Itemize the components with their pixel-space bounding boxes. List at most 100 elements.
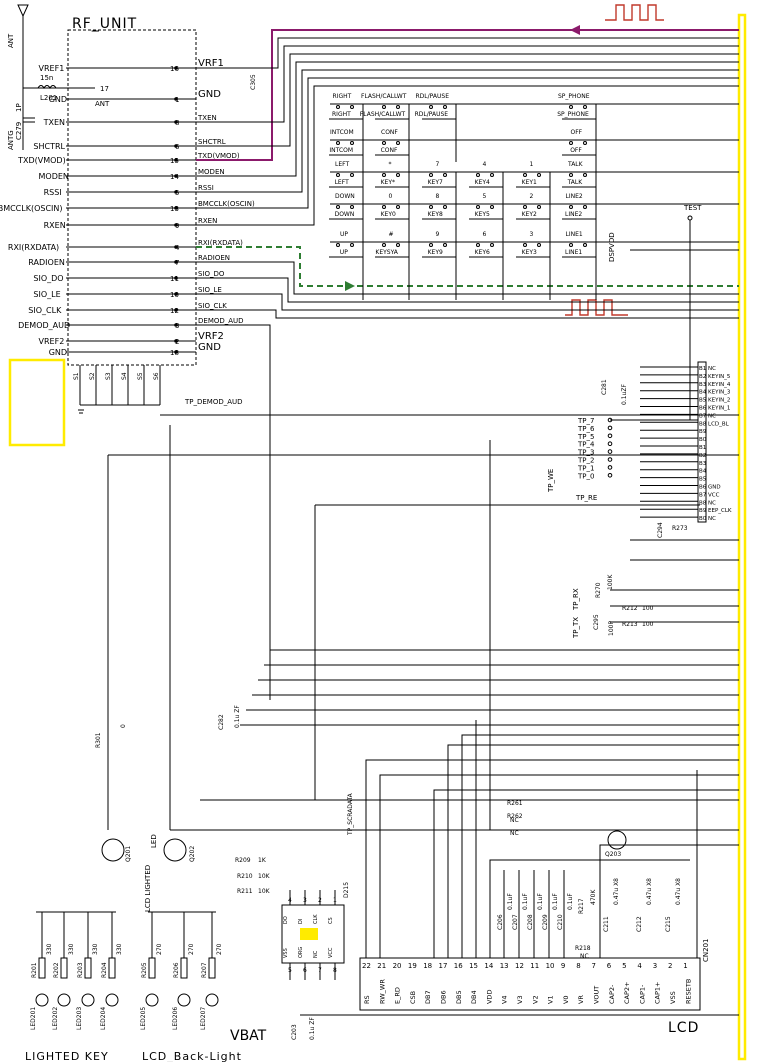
lcd-pin-name: DB4 (470, 990, 478, 1004)
key-bottom-label: KEYSYA (375, 249, 398, 256)
key-bottom-label: KEY0 (381, 211, 396, 218)
rf-pin-net: TXD(VMOD) (197, 152, 240, 160)
l201-value: 15n (40, 74, 53, 82)
connector-pin-number: B4 (699, 469, 707, 475)
rf-bottom-pin-label: S5 (137, 372, 144, 380)
connector-pin-number: B0 (699, 516, 707, 522)
key-switch-terminal (443, 105, 447, 109)
lcd-pin-number: 8 (576, 962, 580, 970)
r262-label: R262 (507, 813, 523, 820)
lcd-pin-name: V0 (562, 995, 570, 1004)
key-bottom-label: DOWN (335, 211, 355, 218)
lighted-key-label: LIGHTED KEY (25, 1050, 109, 1062)
transistor-q201-icon (101, 838, 125, 862)
rf-bottom-pin-label: S3 (105, 372, 112, 380)
rf-unit-box (67, 29, 197, 366)
key-top-label: LEFT (335, 161, 349, 168)
connector-pin-name: EEP_CLK (708, 508, 732, 514)
key-switch-terminal (443, 205, 447, 209)
key-switch-terminal (583, 205, 587, 209)
led-resistor-ref: R203 (77, 962, 84, 978)
r261-value: NC (510, 817, 519, 824)
rf-pin-number: 14 (170, 173, 179, 181)
key-switch-terminal (490, 243, 494, 247)
tp-demod-label: TP_DEMOD_AUD (184, 398, 243, 406)
rf-pin-number: 12 (170, 307, 179, 315)
key-switch-terminal (336, 173, 340, 177)
rf-bus-lines (196, 37, 739, 700)
lcd-cap-ref: C210 (557, 914, 564, 930)
led-ref: LED206 (172, 1007, 179, 1030)
key-switch-terminal (523, 205, 527, 209)
cn201-label: CN201 (702, 939, 710, 963)
key-bottom-label: CONF (381, 147, 398, 154)
lcd-pin-number: 11 (530, 962, 539, 970)
r209-label: R209 (235, 857, 251, 864)
rf-pin-dot (174, 144, 178, 148)
key-top-label: 9 (436, 231, 440, 238)
rx-waveform-icon (565, 299, 628, 316)
rf-pin-dot (174, 120, 178, 124)
test-point-label: TP_0 (577, 472, 594, 480)
key-bottom-label: KEY1 (522, 179, 537, 186)
capacitor-c279 (23, 117, 35, 123)
lcd-pin-name: RW_WR (378, 979, 386, 1004)
lcd-capacitors: C2060.1uFC2070.1uFC2080.1uFC2090.1uFC210… (497, 870, 574, 958)
key-top-label: DOWN (335, 193, 355, 200)
lcd-lighted-label: LCD LIGHTED (144, 865, 152, 912)
r213-label: R213 (622, 621, 638, 628)
key-bottom-label: LINE1 (565, 249, 582, 256)
lcd-pin-name: E_RD (394, 987, 402, 1004)
rf-pin-net: SIO_DO (198, 270, 225, 278)
key-switch-terminal (537, 173, 541, 177)
rf-pin-net: MODEN (198, 168, 225, 176)
rf-pin-name: TXEN (43, 118, 65, 127)
rf-pin-number: 16 (170, 65, 179, 73)
eeprom-pin-name: DI (298, 919, 304, 924)
led-icon (177, 993, 191, 1007)
key-top-label: TALK (567, 161, 584, 168)
rf-pin-name: RADIOEN (28, 258, 65, 267)
lcd-pin-number: 6 (607, 962, 612, 970)
led-series-resistor (84, 957, 92, 979)
key-top-label: LINE1 (566, 231, 583, 238)
ground-highlight-box (8, 358, 66, 447)
eeprom-pin-name: CLK (313, 914, 319, 924)
key-switch-terminal (382, 173, 386, 177)
rf-pin-number: 11 (170, 275, 179, 283)
key-switch-terminal (350, 105, 354, 109)
led-array: R201330LED201R202330LED202R203330LED203R… (30, 911, 223, 1030)
c215-value: 0.47u X8 (675, 878, 682, 905)
key-bottom-label: KEY9 (428, 249, 443, 256)
key-top-label: 8 (436, 193, 440, 200)
connector-pin-number: B0 (699, 437, 707, 443)
connector-pin-name: NC (708, 516, 716, 522)
led-label: LED (150, 834, 158, 848)
tp-scradata-label: TP_SCRADATA (347, 792, 354, 836)
lcd-pin-number: 3 (653, 962, 657, 970)
key-top-label: RIGHT (333, 93, 352, 100)
key-switch-terminal (429, 205, 433, 209)
led-series-resistor (208, 957, 216, 979)
key-bottom-label: KEY5 (475, 211, 490, 218)
rf-pin-dot (174, 190, 178, 194)
connector-pin-number: B1 (699, 445, 706, 451)
test-point-circle (607, 433, 613, 439)
lcd-cap-ref: C209 (542, 914, 549, 930)
rxd-trace (196, 246, 739, 287)
connector-pin-name: VCC (708, 492, 720, 498)
lcd-cap-ref: C207 (512, 914, 519, 930)
tp-re-label: TP_RE (575, 494, 597, 502)
key-top-label: INTCOM (330, 129, 354, 136)
tp-tx-label: TP_TX (572, 617, 580, 639)
key-top-label: * (389, 161, 392, 168)
led-icon (105, 993, 119, 1007)
eeprom-highlight (300, 928, 318, 940)
antg-label: ANTG (7, 130, 15, 150)
rf-pin-dot (174, 276, 178, 280)
connector-pin-number: B5 (699, 477, 707, 483)
led-resistor-ref: R201 (31, 962, 38, 978)
rf-pin-dot (174, 260, 178, 264)
